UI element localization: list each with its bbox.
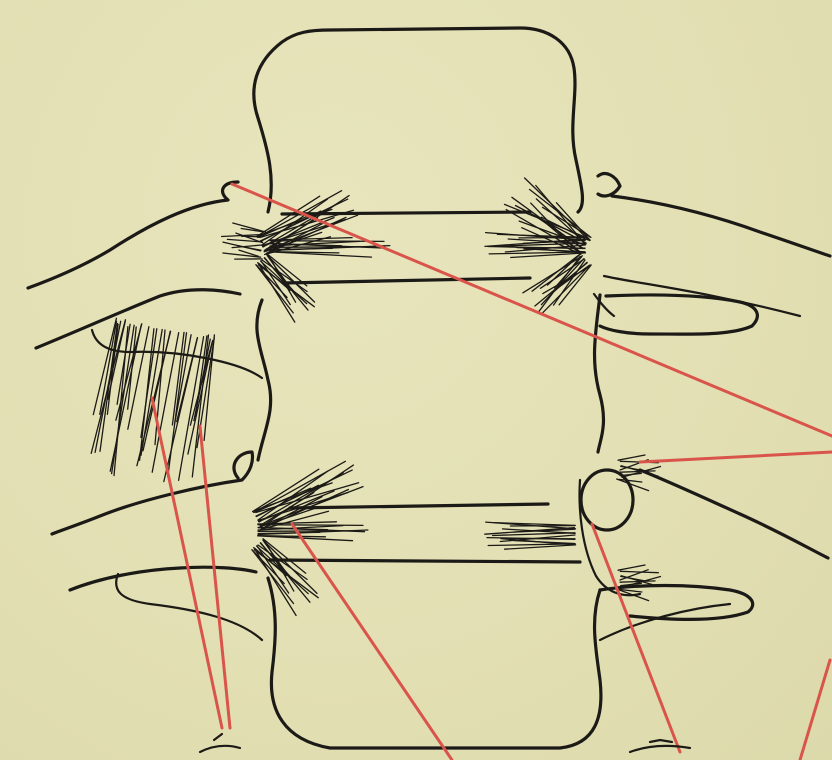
fibre-stroke (258, 532, 320, 533)
upper-vertebral-body (254, 28, 583, 212)
right-lower-lamina (600, 604, 730, 640)
fibre-stroke (620, 571, 658, 572)
fibre-stroke (258, 545, 307, 579)
fibre-stroke (618, 565, 645, 570)
right-upper-process (598, 174, 830, 256)
leader-line-2 (640, 452, 832, 462)
fibre-stroke (260, 199, 348, 241)
upper-intervertebral-disc (284, 278, 530, 283)
left-lower-lamina (116, 574, 262, 640)
fibre-stroke (270, 248, 332, 249)
left-lower-process (52, 452, 253, 534)
fibre-stroke (554, 260, 586, 305)
leader-line-4 (200, 426, 230, 728)
fibre-stroke (258, 525, 363, 526)
left-upper-process (28, 182, 238, 288)
lower-left-ligament-fibres (252, 461, 368, 615)
lower-vertebral-body (268, 578, 601, 748)
fibre-stroke (223, 242, 261, 251)
leader-line-7 (800, 660, 830, 760)
left-lower-process-lower-edge (70, 567, 256, 590)
leader-lines (152, 184, 832, 760)
upper-right-ligament-fibres (485, 178, 591, 313)
fibre-stroke (267, 254, 307, 286)
fibre-stroke (262, 260, 307, 292)
upper-left-ligament-fibres (222, 191, 390, 322)
fibre-stroke (487, 538, 575, 540)
fibre-stroke (233, 223, 266, 232)
lower-right-ligament-fibres (485, 522, 576, 549)
fibre-stroke (100, 321, 117, 414)
fibre-stroke (172, 332, 184, 425)
fibre-stroke (559, 265, 591, 305)
fibre-stroke (175, 335, 191, 423)
middle-lower-endplate (290, 504, 548, 508)
fibre-stroke (618, 455, 645, 460)
fibre-stroke (141, 329, 157, 438)
leader-line-3 (152, 398, 222, 728)
fibre-stroke (116, 324, 142, 420)
leader-line-1 (232, 184, 832, 436)
right-lower-process (640, 470, 828, 558)
right-facet-joint (581, 470, 633, 530)
fibre-stroke (620, 581, 655, 582)
fibre-stroke (620, 471, 655, 472)
